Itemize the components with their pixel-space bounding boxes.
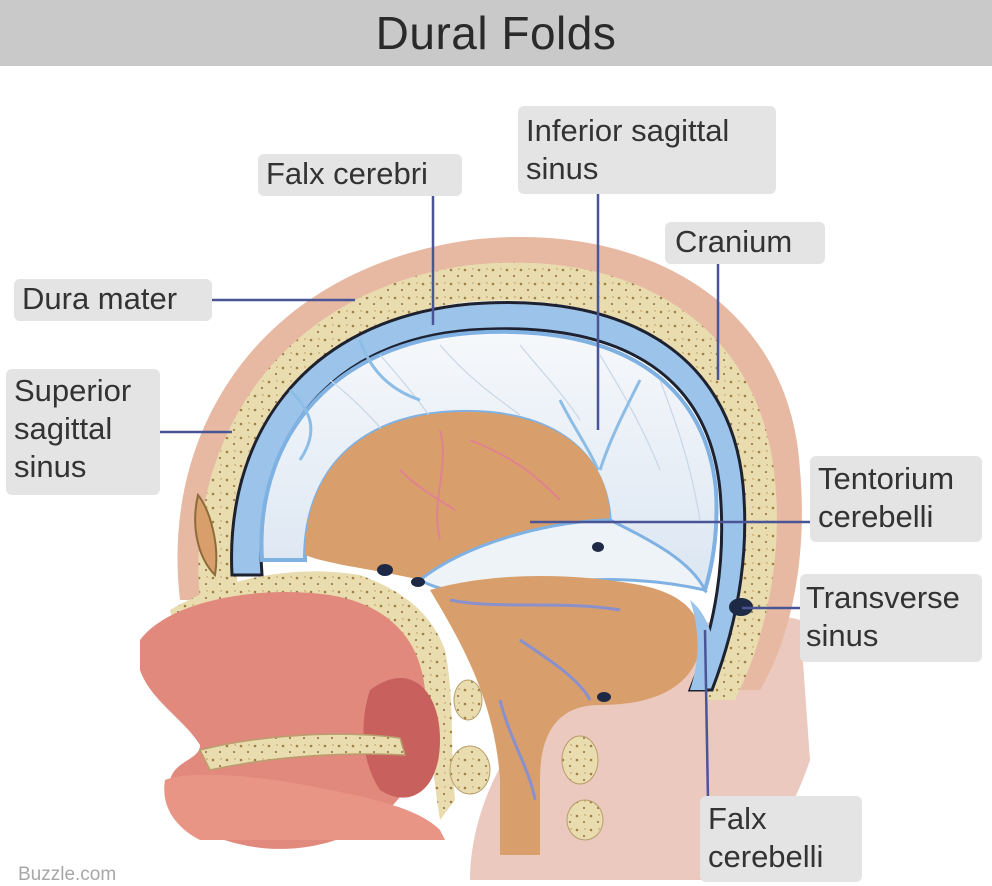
label-falx-cerebelli: Falx cerebelli	[700, 796, 862, 882]
frontal-sinus	[194, 492, 218, 578]
label-tentorium-cerebelli: Tentorium cerebelli	[810, 456, 982, 542]
diagram-title: Dural Folds	[375, 7, 617, 59]
leader-lines	[148, 190, 812, 801]
watermark: Buzzle.com	[18, 864, 117, 885]
sinus-marker-base-2	[411, 577, 425, 587]
vertebra-bottom-right	[566, 799, 604, 841]
vertebra-lower-right	[561, 735, 599, 785]
falx-cerebelli	[690, 600, 714, 690]
cerebral-cavity	[305, 411, 610, 580]
lower-face	[164, 774, 446, 840]
label-cranium: Cranium	[665, 222, 825, 264]
label-inferior-sagittal-sinus: Inferior sagittal sinus	[518, 106, 776, 194]
hard-palate	[198, 733, 407, 771]
transverse-sinus-marker	[729, 598, 753, 616]
cerebral-arteries	[399, 429, 561, 541]
pharynx-opening	[363, 678, 440, 798]
label-transverse-sinus: Transverse sinus	[800, 574, 982, 662]
cerebellar-cavity	[430, 575, 701, 855]
vertebra-upper	[453, 679, 483, 721]
falx-veins	[288, 339, 642, 471]
sinus-marker-base	[377, 564, 393, 576]
title-bar: Dural Folds	[0, 0, 992, 66]
leader-falx-cerebelli	[703, 629, 710, 801]
label-superior-sagittal-sinus: Superior sagittal sinus	[6, 369, 160, 495]
label-falx-cerebri: Falx cerebri	[258, 154, 462, 196]
straight-sinus-marker	[592, 542, 604, 552]
label-dura-mater: Dura mater	[14, 279, 212, 321]
vertebra-lower-left	[449, 745, 491, 795]
brainstem-veins	[449, 598, 621, 801]
sinus-marker-small	[597, 692, 611, 702]
